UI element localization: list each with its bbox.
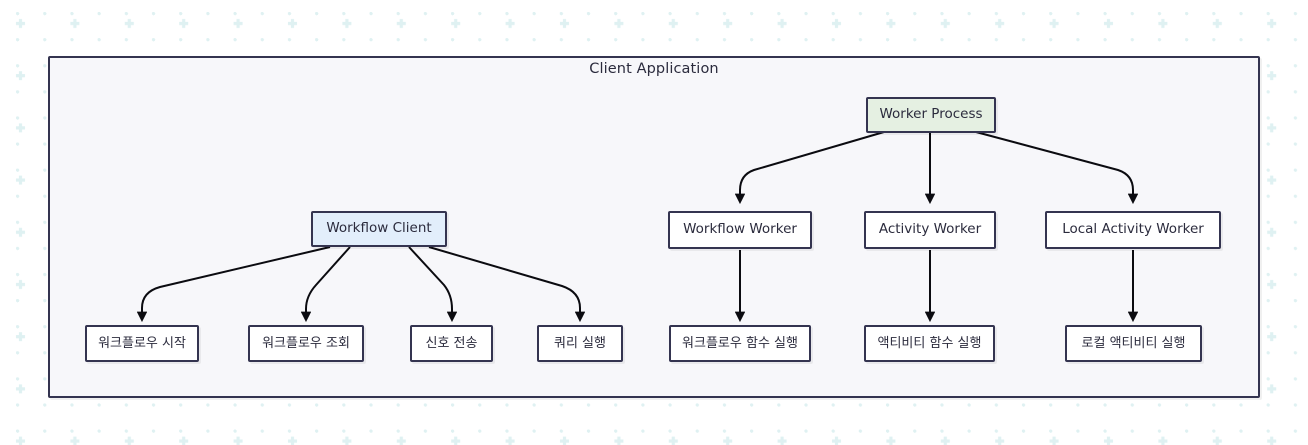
node-start-workflow-label: 워크플로우 시작 (98, 336, 186, 351)
node-local-activity-worker[interactable]: Local Activity Worker (1045, 211, 1221, 249)
node-run-query-label: 쿼리 실행 (554, 336, 606, 351)
node-worker-process[interactable]: Worker Process (866, 97, 996, 133)
node-run-local-activity-label: 로컬 액티비티 실행 (1081, 336, 1186, 351)
node-run-workflow-fn[interactable]: 워크플로우 함수 실행 (669, 325, 811, 362)
node-send-signal[interactable]: 신호 전송 (410, 325, 493, 362)
node-activity-worker[interactable]: Activity Worker (864, 211, 996, 249)
node-run-query[interactable]: 쿼리 실행 (537, 325, 623, 362)
node-send-signal-label: 신호 전송 (425, 336, 478, 351)
node-activity-worker-label: Activity Worker (878, 221, 982, 238)
node-run-activity-fn-label: 액티비티 함수 실행 (877, 336, 982, 351)
node-workflow-worker-label: Workflow Worker (683, 221, 797, 238)
node-worker-process-label: Worker Process (879, 106, 983, 123)
subgraph-title: Client Application (589, 61, 719, 77)
node-start-workflow[interactable]: 워크플로우 시작 (85, 325, 199, 362)
node-workflow-client[interactable]: Workflow Client (311, 211, 447, 247)
node-run-local-activity[interactable]: 로컬 액티비티 실행 (1065, 325, 1202, 362)
node-query-workflow[interactable]: 워크플로우 조회 (248, 325, 364, 362)
node-workflow-client-label: Workflow Client (326, 220, 432, 237)
node-run-activity-fn[interactable]: 액티비티 함수 실행 (864, 325, 995, 362)
node-query-workflow-label: 워크플로우 조회 (262, 336, 350, 351)
node-workflow-worker[interactable]: Workflow Worker (668, 211, 812, 249)
node-run-workflow-fn-label: 워크플로우 함수 실행 (682, 336, 798, 351)
node-local-activity-worker-label: Local Activity Worker (1062, 221, 1204, 238)
